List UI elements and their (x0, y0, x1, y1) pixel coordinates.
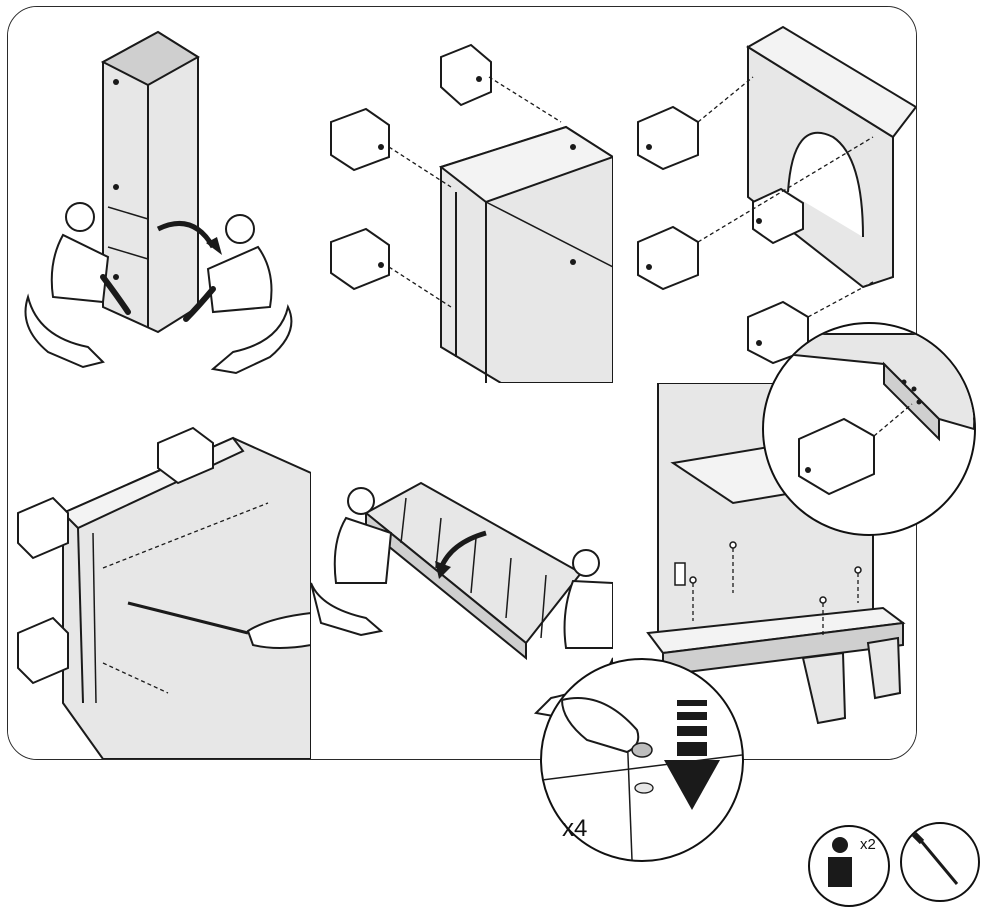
quantity-label: x4 (562, 815, 587, 843)
screwdriver-tighten-illustration (8, 383, 311, 759)
foot-detail-illustration (764, 324, 974, 534)
step-panel-2 (311, 7, 614, 384)
step-panel-4 (8, 383, 312, 759)
assembly-instruction-sheet: x4 x2 (0, 0, 981, 859)
people-required-badge (808, 825, 890, 907)
person-icon (810, 827, 888, 905)
feet-to-cabinet-illustration (311, 7, 613, 383)
press-down-arrow-icon (664, 700, 720, 810)
screwdriver-icon (902, 824, 978, 900)
people-count-label: x2 (860, 836, 876, 853)
step-panel-1 (8, 7, 312, 384)
magnified-foot-callout (762, 322, 976, 536)
tool-required-badge (900, 822, 980, 902)
two-people-lift-cabinet-illustration (8, 7, 311, 383)
